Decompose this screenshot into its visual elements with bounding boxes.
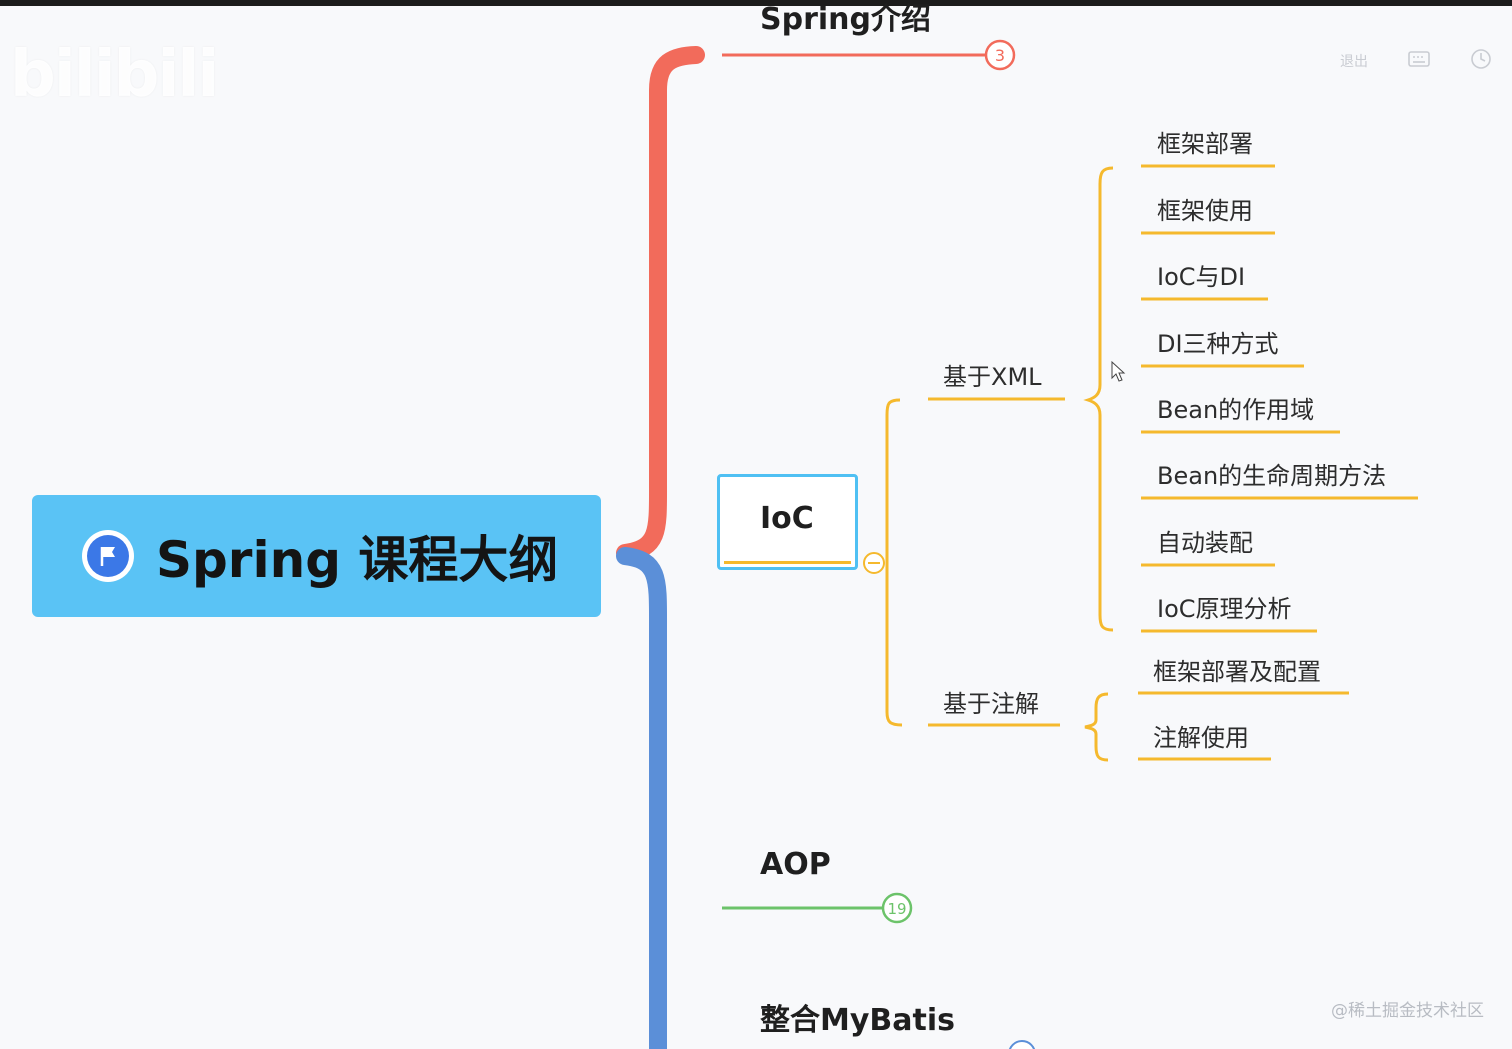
- intro-count-text: 3: [995, 46, 1005, 65]
- ioc-bracket: [885, 398, 903, 727]
- xml-item[interactable]: 框架部署: [1157, 130, 1253, 158]
- mouse-cursor-icon: [1111, 360, 1126, 382]
- xml-bracket: [1083, 166, 1114, 632]
- mybatis-badge-partial: [1008, 1040, 1036, 1049]
- branch-aop[interactable]: AOP: [760, 847, 831, 882]
- intro-branch-line: [616, 46, 705, 562]
- intro-count-badge[interactable]: 3: [984, 39, 1016, 71]
- annotation-item[interactable]: 框架部署及配置: [1153, 658, 1321, 686]
- branch-ioc[interactable]: IoC: [717, 474, 858, 570]
- window-top-bar: [0, 0, 1512, 6]
- xml-item[interactable]: 框架使用: [1157, 197, 1253, 225]
- xml-item[interactable]: DI三种方式: [1157, 330, 1279, 358]
- bilibili-watermark-logo: bilibili: [10, 38, 219, 112]
- root-node[interactable]: Spring 课程大纲: [32, 495, 601, 617]
- xml-item[interactable]: Bean的作用域: [1157, 396, 1315, 424]
- xml-item[interactable]: Bean的生命周期方法: [1157, 462, 1387, 490]
- collapse-ioc-button[interactable]: [863, 552, 885, 574]
- exit-button[interactable]: 退出: [1340, 54, 1368, 70]
- node-annotation[interactable]: 基于注解: [943, 690, 1039, 718]
- aop-count-badge[interactable]: 19: [881, 892, 913, 924]
- lower-branch-line: [616, 547, 668, 1049]
- xml-item[interactable]: 自动装配: [1157, 529, 1253, 557]
- juejin-watermark: @稀土掘金技术社区: [1331, 1001, 1484, 1021]
- root-title: Spring 课程大纲: [156, 531, 559, 589]
- xml-item[interactable]: IoC原理分析: [1157, 595, 1292, 623]
- ioc-label: IoC: [760, 501, 814, 536]
- annotation-item[interactable]: 注解使用: [1153, 724, 1249, 752]
- aop-count-text: 19: [887, 900, 906, 918]
- top-toolbar: 退出: [1340, 48, 1492, 74]
- keyboard-icon[interactable]: [1408, 51, 1430, 71]
- xml-item[interactable]: IoC与DI: [1157, 263, 1246, 291]
- branch-spring-intro[interactable]: Spring介绍: [760, 2, 931, 37]
- clock-icon[interactable]: [1470, 48, 1492, 74]
- ioc-underline: [724, 561, 851, 564]
- flag-icon: [82, 530, 134, 582]
- annotation-bracket: [1084, 692, 1109, 762]
- branch-mybatis[interactable]: 整合MyBatis: [760, 1003, 955, 1038]
- node-xml[interactable]: 基于XML: [943, 363, 1042, 391]
